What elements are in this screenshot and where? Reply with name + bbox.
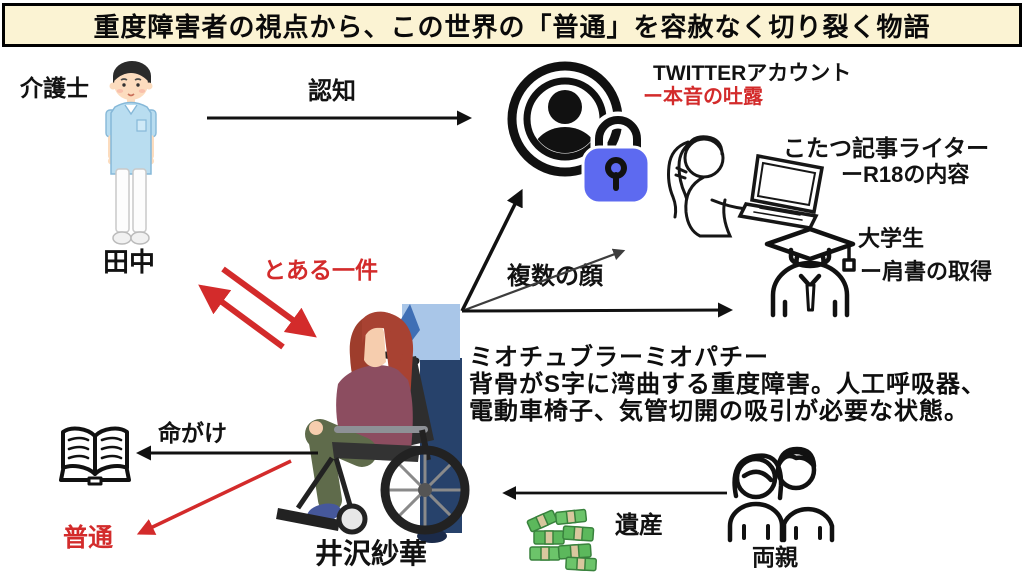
parents-label: 両親 (752, 544, 798, 570)
arrow-to-student (461, 302, 733, 318)
twitter-note-label: ー本音の吐露 (643, 86, 763, 108)
life-risking-label: 命がけ (158, 420, 227, 446)
graduate-icon (764, 226, 856, 318)
writer-note-label: ーR18の内容 (841, 162, 970, 187)
money-stack-icon (526, 508, 597, 572)
description-line-3: 電動車椅子、気管切開の吸引が必要な状態。 (469, 398, 969, 425)
parents-icon (727, 446, 835, 543)
writer-laptop-icon (667, 135, 825, 238)
page-title: 重度障害者の視点から、この世界の「普通」を容赦なく切り裂く物語 (93, 11, 931, 42)
student-note-label: ー肩書の取得 (860, 259, 993, 284)
multiple-faces-label: 複数の顔 (507, 263, 603, 290)
title-banner: 重度障害者の視点から、この世界の「普通」を容赦なく切り裂く物語 (2, 3, 1022, 47)
writer-title-label: こたつ記事ライター (783, 135, 990, 161)
normal-arrow (136, 459, 292, 535)
protagonist-description: ミオチュブラーミオパチー 背骨がS字に湾曲する重度障害。人工呼吸器、 電動車椅子… (469, 344, 986, 425)
caregiver-illustration (105, 61, 157, 245)
inheritance-label: 遺産 (615, 512, 663, 539)
student-title-label: 大学生 (858, 226, 925, 251)
recognition-label: 認知 (308, 78, 356, 105)
condition-line: ミオチュブラーミオパチー (469, 344, 769, 371)
arrow-to-twitter (460, 188, 523, 312)
caregiver-role-label: 介護士 (20, 75, 89, 101)
twitter-title-label: TWITTERアカウント (653, 62, 852, 85)
description-line-2: 背骨がS字に湾曲する重度障害。人工呼吸器、 (469, 371, 987, 398)
wheelchair-user-illustration (276, 304, 470, 543)
normal-label: 普通 (63, 524, 114, 552)
locked-account-icon (507, 61, 651, 205)
caregiver-name-label: 田中 (103, 247, 156, 277)
protagonist-name-label: 井沢紗華 (315, 538, 428, 569)
incident-label: とある一件 (263, 257, 378, 283)
open-book-icon (59, 426, 131, 486)
